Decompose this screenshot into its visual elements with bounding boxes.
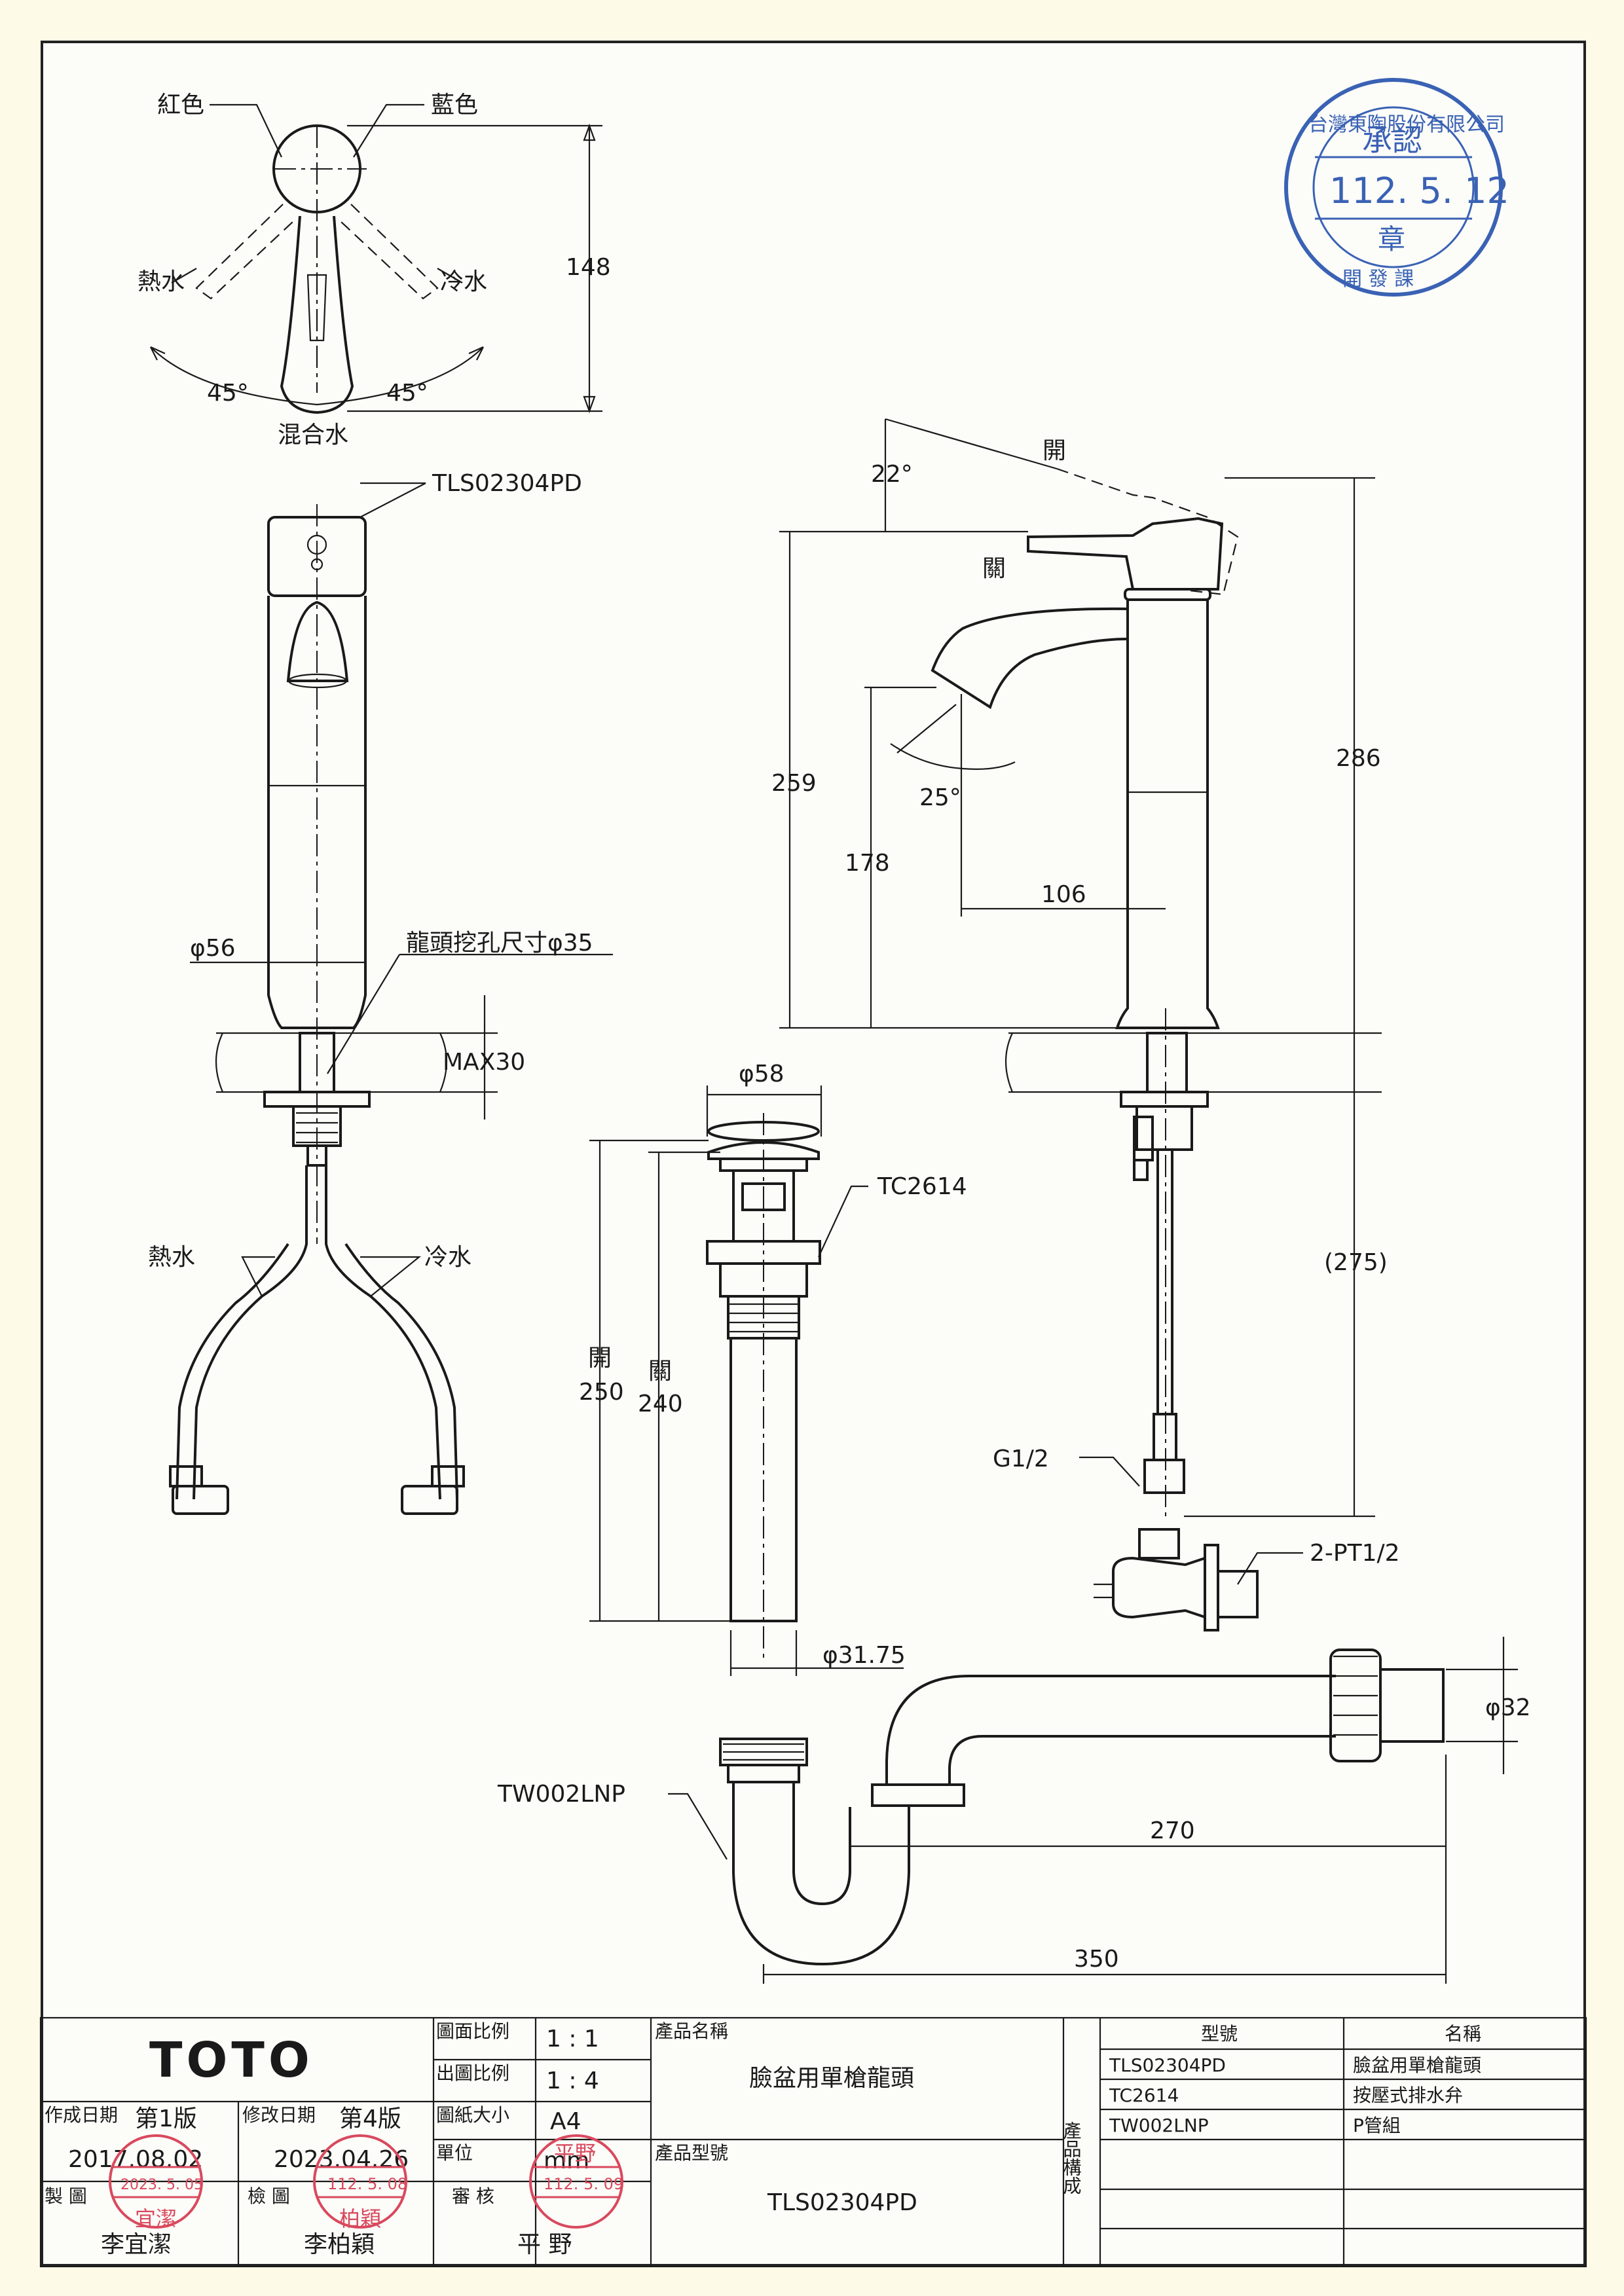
label-red: 紅色 [157, 92, 204, 118]
label-hot-water-top: 熱水 [138, 268, 185, 295]
paper-size: A4 [550, 2108, 581, 2135]
stamp-date: 112. 5. 12 [1329, 170, 1509, 211]
dim-259: 259 [771, 770, 817, 797]
drain-view: φ58 TC2614 開 250 關 240 φ31.75 [579, 1061, 967, 1676]
dim-178: 178 [845, 850, 890, 877]
brand-logo: TOTO [149, 2032, 314, 2088]
drawn-by: 李宜潔 [101, 2231, 172, 2258]
dim-240: 240 [638, 1391, 683, 1417]
top-view: 紅色 藍色 熱水 冷水 45° 45° 混合水 148 [138, 92, 611, 448]
review-label: 審 核 [452, 2185, 494, 2207]
product-model: TLS02304PD [767, 2189, 917, 2216]
svg-text:112. 5. 08: 112. 5. 08 [327, 2175, 407, 2193]
label-max30: MAX30 [443, 1049, 525, 1076]
component-model-1: TLS02304PD [1109, 2054, 1226, 2076]
title-block: TOTO 圖面比例 1 : 1 出圖比例 1 : 4 圖紙大小 A4 單位 mm… [39, 2016, 1587, 2268]
label-tc2614: TC2614 [877, 1173, 967, 1200]
svg-text:平野: 平野 [554, 2141, 596, 2166]
unit-label: 單位 [436, 2142, 473, 2164]
component-model-3: TW002LNP [1109, 2115, 1209, 2136]
modified-date: 2023.04.26 [274, 2146, 409, 2173]
front-view: TLS02304PD φ56 龍頭挖孔尺寸φ35 [148, 470, 613, 1515]
dim-148: 148 [566, 254, 611, 281]
label-blue: 藍色 [431, 92, 478, 118]
label-pt12: 2-PT1/2 [1310, 1540, 1400, 1567]
ptrap-view: φ32 270 350 TW002LNP [497, 1637, 1531, 1984]
dim-106: 106 [1041, 881, 1086, 908]
svg-text:宜潔: 宜潔 [135, 2206, 177, 2231]
svg-text:柏穎: 柏穎 [339, 2206, 381, 2231]
output-scale-label: 出圖比例 [436, 2062, 509, 2084]
component-model-2: TC2614 [1109, 2085, 1179, 2106]
label-open-lever: 開 [1043, 437, 1066, 464]
created-label: 作成日期 [45, 2104, 118, 2126]
label-hot-water-hose: 熱水 [148, 1244, 195, 1271]
modified-version: 第4版 [339, 2105, 401, 2132]
product-name-label: 產品名稱 [655, 2020, 728, 2042]
modified-label: 修改日期 [242, 2104, 316, 2126]
svg-text:112. 5. 09: 112. 5. 09 [544, 2175, 623, 2193]
label-angle-left: 45° [207, 380, 249, 407]
dim-286: 286 [1336, 745, 1381, 772]
dim-275: (275) [1324, 1249, 1388, 1276]
label-cold-water-top: 冷水 [440, 268, 487, 295]
stamp-seal: 章 [1378, 223, 1405, 255]
stamp-checked: 112. 5. 08 柏穎 [313, 2134, 407, 2231]
label-dia-58: φ58 [739, 1061, 784, 1087]
label-angle-22: 22° [871, 461, 913, 488]
checked-by: 李柏穎 [304, 2231, 375, 2258]
stamp-dept: 開 發 課 [1342, 268, 1414, 291]
label-cold-water-hose: 冷水 [424, 1244, 471, 1271]
approval-stamp: 台灣東陶股份有限公司 承認 112. 5. 12 章 開 發 課 [1284, 78, 1509, 297]
drawing-sheet [41, 41, 1586, 2267]
label-g12: G1/2 [993, 1446, 1049, 1472]
label-closed-240: 關 [648, 1358, 672, 1385]
label-open-250: 開 [588, 1345, 612, 1372]
created-version: 第1版 [135, 2105, 197, 2132]
label-dia-32: φ32 [1485, 1694, 1531, 1721]
stamp-review: 112. 5. 09 平野 [529, 2134, 623, 2229]
checked-label: 檢 圖 [248, 2185, 290, 2207]
paper-size-label: 圖紙大小 [436, 2104, 509, 2126]
stamp-title: 承認 [1362, 122, 1422, 158]
label-dia-56: φ56 [190, 935, 236, 962]
product-model-label: 產品型號 [655, 2142, 728, 2164]
table-header-name: 名稱 [1445, 2023, 1481, 2045]
drawing-scale: 1 : 1 [546, 2026, 599, 2052]
drawn-label: 製 圖 [45, 2185, 87, 2207]
component-name-3: P管組 [1353, 2115, 1401, 2136]
component-name-1: 臉盆用單槍龍頭 [1353, 2054, 1481, 2076]
unit: mm [544, 2147, 589, 2174]
stamp-drawn: 2023. 5. 05 宜潔 [109, 2134, 203, 2231]
svg-text:2023. 5. 05: 2023. 5. 05 [120, 2177, 203, 2193]
drawing-scale-label: 圖面比例 [436, 2020, 509, 2042]
product-name: 臉盆用單槍龍頭 [749, 2065, 914, 2092]
label-closed-lever: 關 [982, 555, 1006, 582]
side-view: 259 178 106 25° 22° 開 關 286 (275) G1/2 2… [771, 418, 1400, 1631]
dim-350: 350 [1074, 1946, 1119, 1973]
label-hole-size: 龍頭挖孔尺寸φ35 [406, 930, 593, 957]
dim-250: 250 [579, 1379, 624, 1406]
dim-270: 270 [1150, 1817, 1195, 1844]
table-header-model: 型號 [1201, 2023, 1238, 2045]
stamp-arc-text: 台灣東陶股份有限公司 [1308, 113, 1505, 136]
label-angle-right: 45° [386, 380, 428, 407]
label-dia-3175: φ31.75 [822, 1642, 906, 1669]
reviewer: 平 野 [517, 2231, 572, 2258]
output-scale: 1 : 4 [546, 2068, 599, 2094]
label-mixed-water: 混合水 [278, 422, 348, 448]
created-date: 2017.08.02 [68, 2146, 203, 2173]
component-name-2: 按壓式排水弁 [1353, 2085, 1463, 2106]
label-model-callout: TLS02304PD [432, 470, 582, 497]
label-angle-25: 25° [919, 784, 961, 811]
label-tw002lnp: TW002LNP [497, 1781, 625, 1808]
composition-label: 產品構成 [1061, 2121, 1082, 2195]
